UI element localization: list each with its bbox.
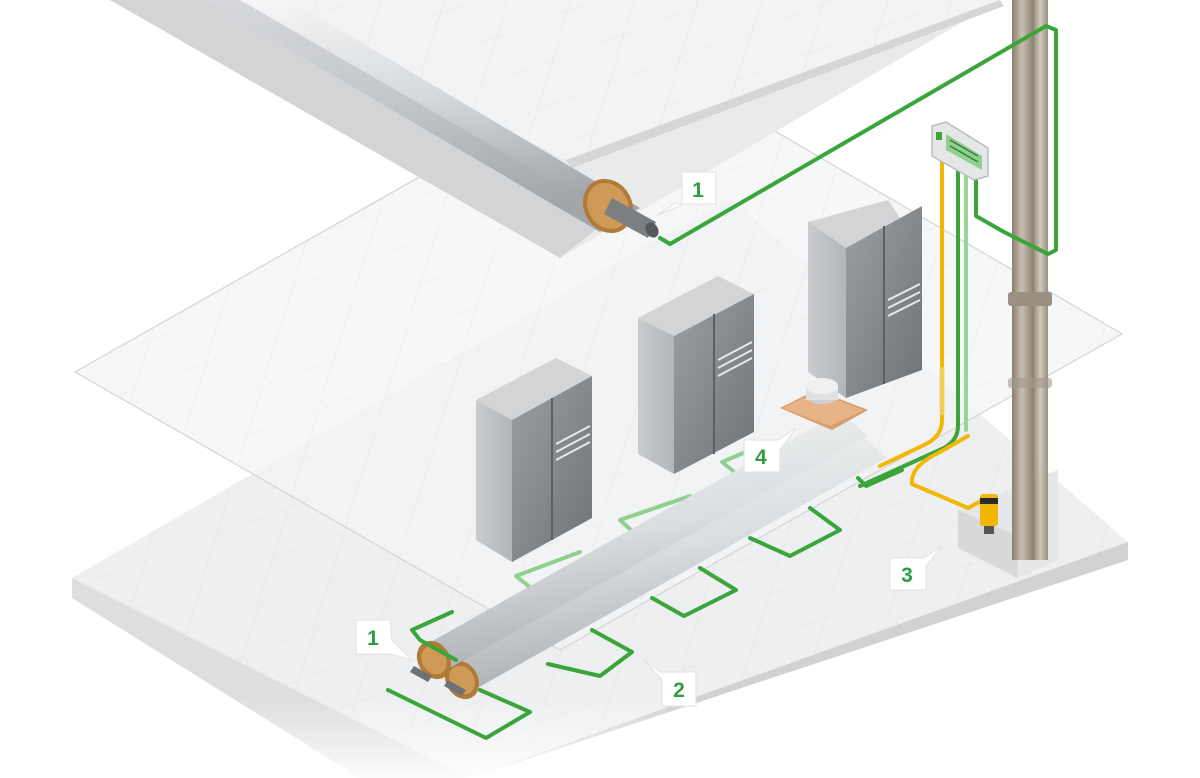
callout-label: 1 bbox=[692, 179, 704, 202]
callout-label: 3 bbox=[901, 564, 913, 587]
callout-pipe-floor: 1 bbox=[355, 619, 414, 661]
control-panel-icon bbox=[931, 121, 989, 181]
cabinet-right bbox=[808, 200, 922, 398]
callout-label: 1 bbox=[367, 627, 379, 650]
callout-pipe-ceiling: 1 bbox=[655, 171, 717, 217]
cabinet-middle bbox=[638, 276, 754, 474]
junction-box-icon bbox=[980, 494, 998, 534]
heating-cable-loops-front bbox=[386, 468, 904, 740]
callout-label: 4 bbox=[755, 446, 767, 469]
riser-column bbox=[958, 0, 1058, 578]
ceiling-pipe bbox=[205, 0, 659, 238]
end-seal-box bbox=[780, 378, 868, 430]
callout-end-seal: 4 bbox=[743, 427, 797, 473]
cable-risers bbox=[658, 24, 1058, 510]
floor-pipe-front bbox=[444, 432, 886, 700]
callout-label: 2 bbox=[673, 679, 685, 702]
callout-connection-box: 3 bbox=[889, 545, 943, 591]
callout-heating-cable: 2 bbox=[643, 659, 697, 707]
cabinet-left bbox=[476, 358, 592, 562]
